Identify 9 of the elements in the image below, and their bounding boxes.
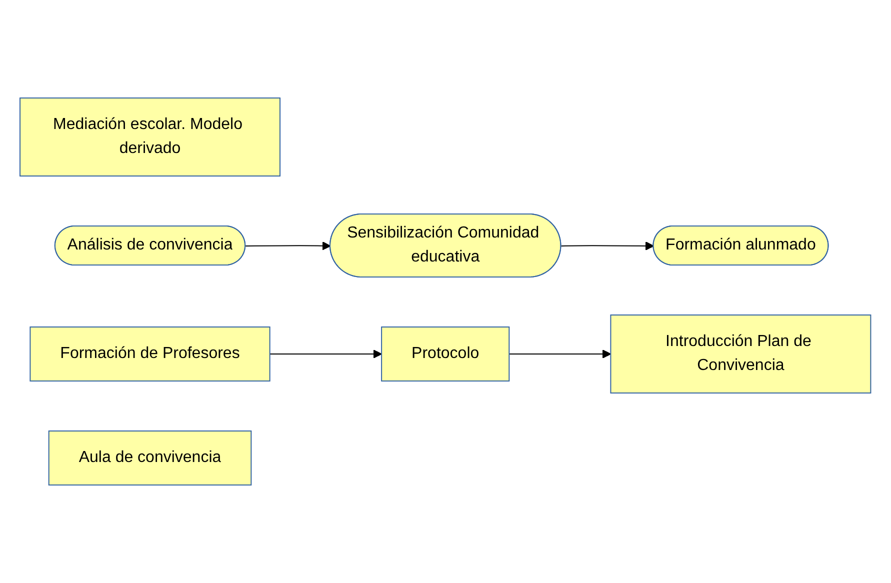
arrow: [245, 241, 332, 250]
node-box: Introducción Plan de Convivencia: [610, 314, 872, 394]
node-box: Mediación escolar. Modelo derivado: [20, 98, 281, 176]
node-box: Aula de convivencia: [48, 430, 252, 486]
node-box: Formación de Profesores: [30, 326, 270, 382]
node-box: Protocolo: [381, 326, 510, 382]
arrow: [560, 242, 654, 250]
arrow: [269, 350, 382, 358]
arrow: [508, 350, 612, 358]
